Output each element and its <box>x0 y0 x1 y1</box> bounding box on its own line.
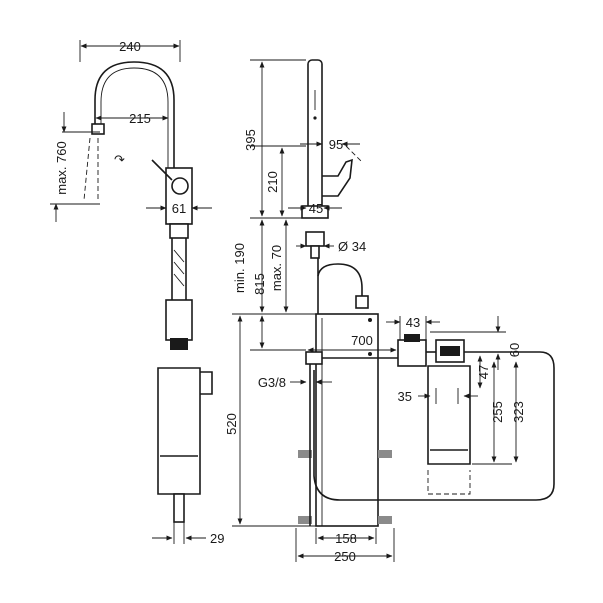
dim-215-label: 215 <box>129 111 151 126</box>
side-view-dimensions: 240 215 max. 760 ↷ 61 29 <box>50 39 224 546</box>
dim-47-label: 47 <box>476 365 491 379</box>
dim-158-label: 158 <box>335 531 357 546</box>
front-view-dimensions: 395 210 95 45 min. 190 815 max. 70 Ø 34 … <box>224 59 526 564</box>
dim-43-label: 43 <box>406 315 420 330</box>
faucet-column-front <box>307 59 323 211</box>
dim-29-label: 29 <box>210 531 224 546</box>
dim-35-label: 35 <box>398 389 412 404</box>
faucet-spout-side <box>94 61 175 170</box>
dim-max760-label: max. 760 <box>54 141 69 194</box>
return-hose <box>313 351 555 501</box>
dim-240-label: 240 <box>119 39 141 54</box>
dim-g38-label: G3/8 <box>258 375 286 390</box>
swivel-symbol: ↷ <box>114 152 125 167</box>
dim-520-label: 520 <box>224 413 239 435</box>
dim-61-label: 61 <box>172 201 186 216</box>
dim-250-label: 250 <box>334 549 356 564</box>
dim-395-label: 395 <box>243 129 258 151</box>
dim-45-label: 45 <box>309 201 323 216</box>
valve-block <box>397 339 427 367</box>
dim-max70-label: max. 70 <box>269 245 284 291</box>
dim-700-label: 700 <box>351 333 373 348</box>
filter-cartridge-side <box>157 367 201 495</box>
dim-dia34-label: Ø 34 <box>338 239 366 254</box>
filter-cartridge-front <box>427 365 471 465</box>
dim-815-label: 815 <box>252 273 267 295</box>
dim-min190-label: min. 190 <box>232 243 247 293</box>
dim-323-label: 323 <box>511 401 526 423</box>
side-view <box>83 61 213 523</box>
dim-255-label: 255 <box>490 401 505 423</box>
dim-210-label: 210 <box>265 171 280 193</box>
dim-95-label: 95 <box>329 137 343 152</box>
dim-60-label: 60 <box>507 343 522 357</box>
